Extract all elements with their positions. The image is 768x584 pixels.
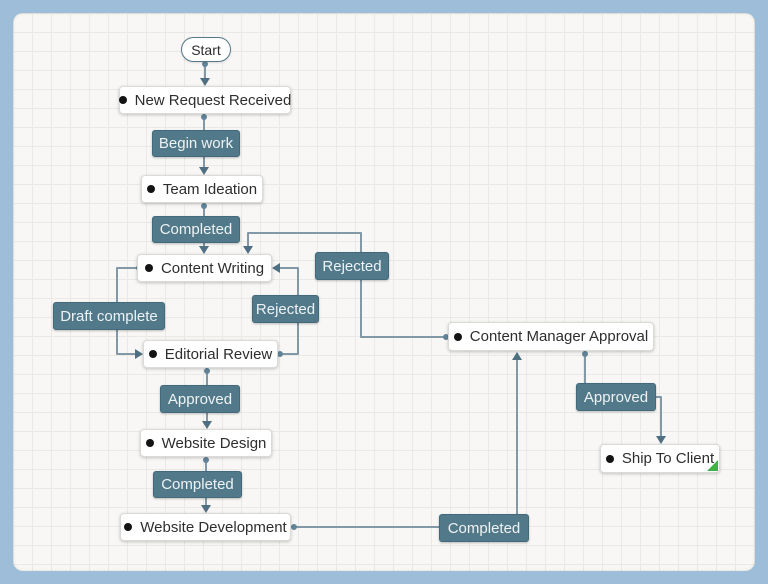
arrowhead-right-icon (135, 349, 143, 359)
node-label: New Request Received (134, 91, 292, 109)
edge-start-to-new-request-received[interactable] (200, 61, 210, 86)
node-label: Ship To Client (621, 450, 715, 467)
arrowhead-down-icon (201, 505, 211, 513)
edge-source-dot (291, 524, 297, 530)
node-label: Editorial Review (164, 345, 273, 363)
arrowhead-down-icon (199, 246, 209, 254)
edge-label-rejected-manager[interactable]: Rejected (315, 252, 389, 280)
edge-label-completed-3[interactable]: Completed (439, 514, 529, 542)
node-label: Content Manager Approval (469, 328, 649, 345)
edge-source-dot (201, 114, 207, 120)
node-content-writing[interactable]: Content Writing (137, 254, 272, 282)
node-corner-flag-icon (707, 460, 718, 471)
edge-wire (247, 232, 448, 338)
node-label: Start (191, 41, 221, 58)
edge-source-dot (201, 203, 207, 209)
arrowhead-down-icon (200, 78, 210, 86)
edge-source-dot (443, 334, 449, 340)
node-team-ideation[interactable]: Team Ideation (141, 175, 263, 203)
edge-source-dot (202, 61, 208, 67)
node-website-development[interactable]: Website Development (120, 513, 291, 541)
edge-label-completed-2[interactable]: Completed (153, 471, 242, 498)
node-editorial-review[interactable]: Editorial Review (143, 340, 278, 368)
node-start[interactable]: Start (181, 37, 231, 62)
node-content-manager-approval[interactable]: Content Manager Approval (448, 322, 654, 351)
edge-label-begin-work[interactable]: Begin work (152, 130, 240, 157)
bullet-icon (605, 454, 614, 463)
edge-wire (291, 353, 518, 528)
node-label: Website Development (140, 518, 287, 536)
bullet-icon (144, 264, 153, 272)
arrowhead-down-icon (656, 436, 666, 444)
bullet-icon (118, 96, 127, 104)
arrowhead-down-icon (199, 167, 209, 175)
diagram-canvas[interactable]: Begin work Completed Draft complete Reje… (13, 13, 755, 571)
node-ship-to-client[interactable]: Ship To Client (600, 444, 720, 473)
edge-label-draft-complete[interactable]: Draft complete (53, 302, 165, 330)
arrowhead-left-icon (272, 263, 280, 273)
arrowhead-down-icon (202, 421, 212, 429)
bullet-icon (146, 185, 155, 193)
edge-manager-approval-to-content-writing[interactable] (243, 232, 449, 340)
arrowhead-down-icon (243, 246, 253, 254)
node-label: Team Ideation (162, 180, 258, 198)
bullet-icon (124, 523, 133, 531)
bullet-icon (145, 439, 154, 447)
node-label: Content Writing (160, 259, 265, 277)
edge-source-dot (204, 368, 210, 374)
edge-label-approved-manager[interactable]: Approved (576, 383, 656, 411)
arrowhead-up-icon (512, 352, 522, 360)
bullet-icon (453, 332, 462, 341)
edge-label-completed-1[interactable]: Completed (152, 216, 240, 243)
edge-label-approved-editorial[interactable]: Approved (160, 385, 240, 413)
node-label: Website Design (161, 434, 267, 452)
bullet-icon (148, 350, 157, 358)
edge-source-dot (203, 457, 209, 463)
edge-label-rejected-editorial[interactable]: Rejected (252, 295, 319, 323)
node-website-design[interactable]: Website Design (140, 429, 272, 457)
edge-source-dot (277, 351, 283, 357)
node-new-request-received[interactable]: New Request Received (118, 86, 292, 114)
edge-website-development-to-manager-approval[interactable] (291, 352, 522, 530)
edge-source-dot (582, 351, 588, 357)
